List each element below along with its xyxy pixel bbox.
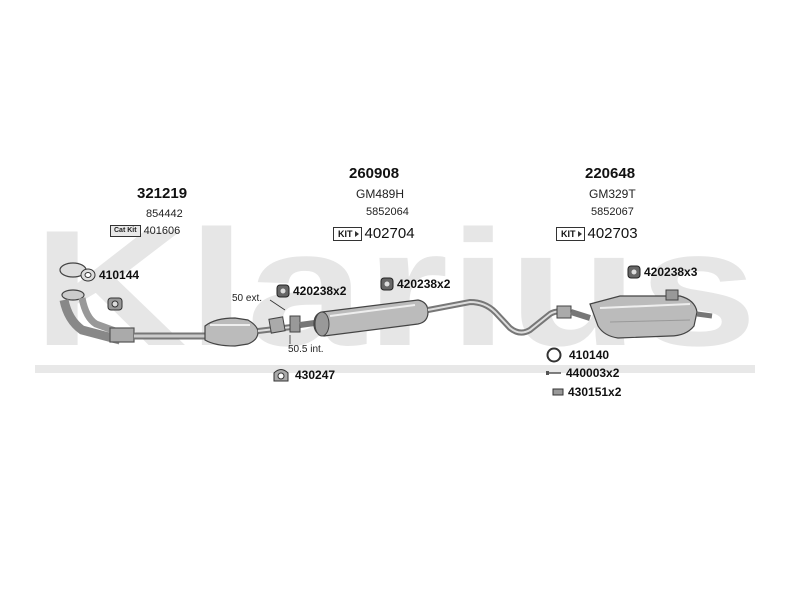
middle-silencer-icon xyxy=(299,299,429,337)
rear-part-ref: 5852067 xyxy=(591,206,634,218)
middle-part-number: 260908 xyxy=(349,165,400,182)
watermark-text: Klarius xyxy=(33,196,758,380)
rear-part-number: 220648 xyxy=(585,165,636,182)
silencer-icon xyxy=(589,289,713,339)
middle-kit: KIT 402704 xyxy=(333,225,415,242)
accessory-code: 420238x3 xyxy=(644,265,698,279)
middle-kit-code: 402704 xyxy=(364,225,415,242)
spring-icon xyxy=(552,388,564,396)
bolt-icon xyxy=(546,371,561,375)
accessory-code: 430247 xyxy=(295,368,336,382)
rubber-mount-icon xyxy=(380,277,394,291)
accessory-code: 410140 xyxy=(569,348,610,362)
middle-part-model: GM489H xyxy=(356,187,405,201)
kit-badge: KIT xyxy=(333,226,362,241)
dimension-ext-label: 50 ext. xyxy=(232,293,263,304)
rear-part-model: GM329T xyxy=(589,187,636,201)
accessory-code: 430151x2 xyxy=(568,385,622,399)
middle-part-ref: 5852064 xyxy=(366,206,409,218)
rear-kit: KIT 402703 xyxy=(556,225,638,242)
accessory-mount-rear: 420238x3 xyxy=(627,265,697,279)
clamp-icon xyxy=(273,369,289,382)
rubber-mount-icon xyxy=(276,284,290,298)
accessory-gasket-front: 410144 xyxy=(80,268,139,282)
front-downpipe xyxy=(59,262,205,345)
accessory-code: 440003x2 xyxy=(566,366,620,380)
dimension-int-label: 50.5 int. xyxy=(288,344,324,355)
front-part-number: 321219 xyxy=(137,185,188,202)
ring-icon xyxy=(546,347,562,363)
accessory-clamp: 430247 xyxy=(272,367,335,383)
accessory-bolt: 440003x2 xyxy=(546,366,619,380)
dimension-lines xyxy=(269,299,291,344)
catkit-badge: Cat Kit xyxy=(110,225,141,237)
rear-kit-code: 402703 xyxy=(587,225,638,242)
rubber-mount-icon xyxy=(627,265,641,279)
watermark-baseline xyxy=(35,365,755,373)
gasket-icon xyxy=(80,268,96,282)
accessory-mount-left: 420238x2 xyxy=(276,284,346,298)
front-catkit: Cat Kit 401606 xyxy=(110,225,180,237)
accessory-mount-middle: 420238x2 xyxy=(380,277,450,291)
accessory-code: 410144 xyxy=(99,268,140,282)
accessory-code: 420238x2 xyxy=(293,284,347,298)
accessory-spring: 430151x2 xyxy=(552,385,621,399)
front-catkit-code: 401606 xyxy=(143,225,181,237)
rear-connecting-pipe xyxy=(427,298,591,336)
catalytic-converter-icon xyxy=(204,315,301,347)
kit-badge: KIT xyxy=(556,226,585,241)
accessory-ring: 410140 xyxy=(546,347,609,363)
accessory-code: 420238x2 xyxy=(397,277,451,291)
front-part-ref: 854442 xyxy=(146,208,183,220)
rubber-mount-icon xyxy=(107,297,123,311)
